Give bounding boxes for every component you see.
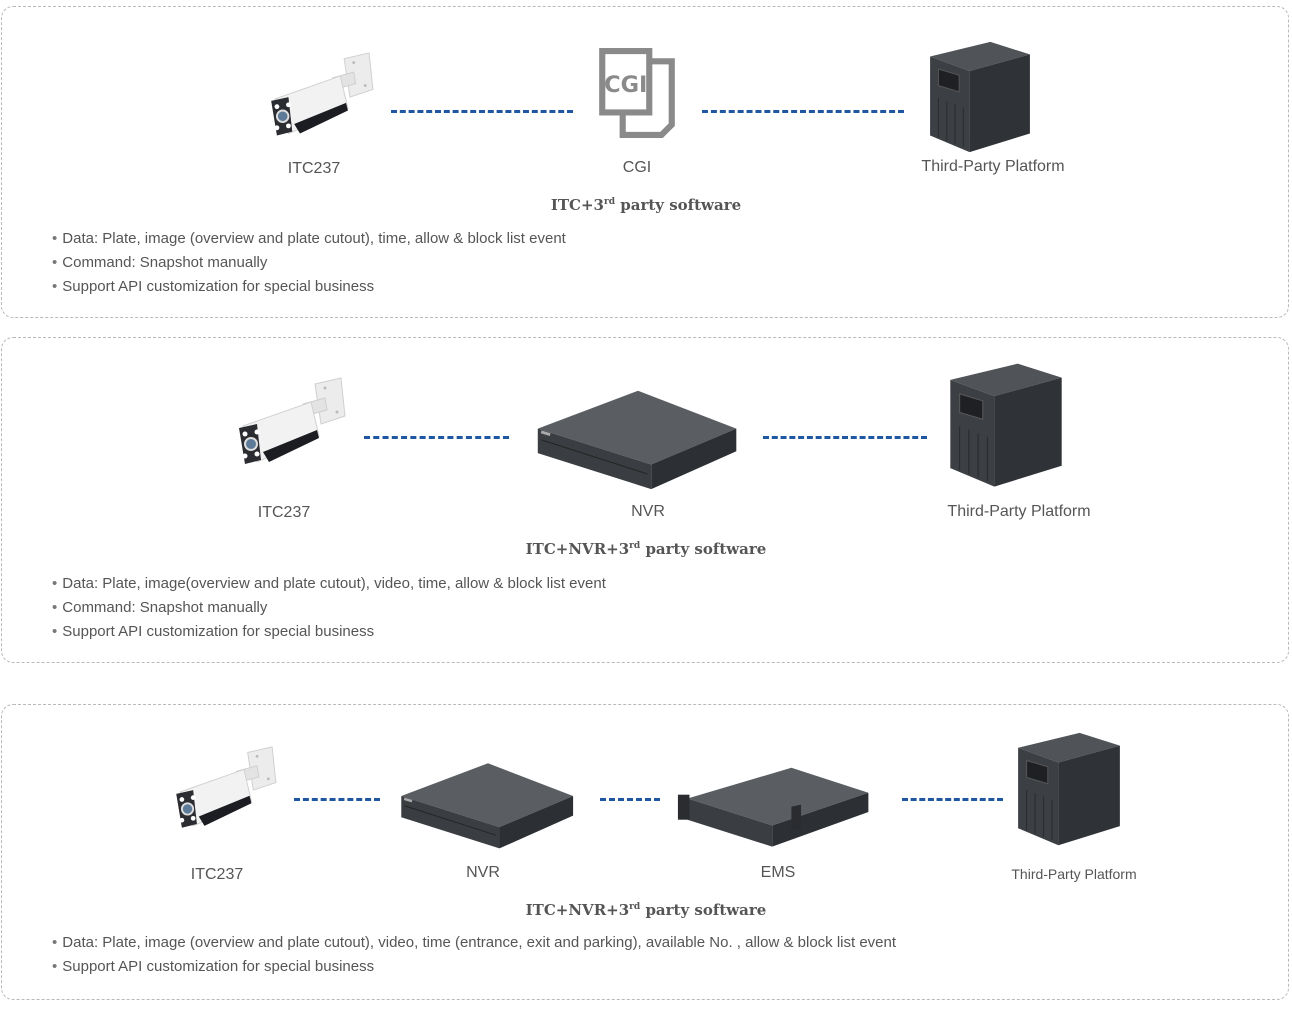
nvr-icon <box>534 386 742 492</box>
connection-line <box>364 436 509 439</box>
node-label: EMS <box>760 864 796 881</box>
server-tower-icon <box>1016 723 1122 853</box>
diagram-caption: ITC+NVR+3rd party software <box>525 540 767 558</box>
connection-line <box>294 798 380 801</box>
diagram-caption: ITC+NVR+3rd party software <box>525 901 767 919</box>
nvr-icon <box>398 757 578 853</box>
feature-item: Command: Snapshot manually <box>52 596 606 620</box>
node-label: Third-Party Platform <box>1011 866 1137 882</box>
feature-list: Data: Plate, image (overview and plate c… <box>52 931 896 979</box>
node-label: ITC237 <box>257 504 311 521</box>
diagram-panel-2: ITC237 NVR Third-Party Platform ITC+NVR+… <box>1 337 1289 663</box>
node-label: NVR <box>631 503 665 520</box>
feature-item: Data: Plate, image(overview and plate cu… <box>52 572 606 596</box>
connection-line <box>391 110 573 113</box>
node-label: NVR <box>466 864 500 881</box>
camera-icon <box>168 745 286 839</box>
feature-item: Command: Snapshot manually <box>52 251 566 275</box>
node-label: Third-Party Platform <box>921 158 1065 175</box>
diagram-panel-3: ITC237 NVR EMS Third-Party Platform ITC+… <box>1 704 1289 1000</box>
node-label: CGI <box>622 159 652 176</box>
feature-item: Data: Plate, image (overview and plate c… <box>52 931 896 955</box>
diagram-caption: ITC+3rd party software <box>550 196 742 214</box>
server-tower-icon <box>928 33 1032 159</box>
feature-item: Data: Plate, image (overview and plate c… <box>52 227 566 251</box>
camera-icon <box>230 376 356 476</box>
node-label: ITC237 <box>190 866 244 883</box>
ems-rack-icon <box>676 763 878 861</box>
feature-item: Support API customization for special bu… <box>52 955 896 979</box>
feature-list: Data: Plate, image(overview and plate cu… <box>52 572 606 644</box>
feature-item: Support API customization for special bu… <box>52 620 606 644</box>
connection-line <box>600 798 660 801</box>
cgi-document-icon <box>596 47 678 139</box>
feature-item: Support API customization for special bu… <box>52 275 566 299</box>
diagram-panel-1: ITC237 CGI Third-Party Platform ITC+3rd … <box>1 6 1289 318</box>
camera-icon <box>264 51 382 147</box>
node-label: Third-Party Platform <box>947 503 1091 520</box>
connection-line <box>902 798 1003 801</box>
connection-line <box>702 110 904 113</box>
connection-line <box>763 436 927 439</box>
server-tower-icon <box>948 354 1064 494</box>
node-label: ITC237 <box>287 160 341 177</box>
feature-list: Data: Plate, image (overview and plate c… <box>52 227 566 299</box>
